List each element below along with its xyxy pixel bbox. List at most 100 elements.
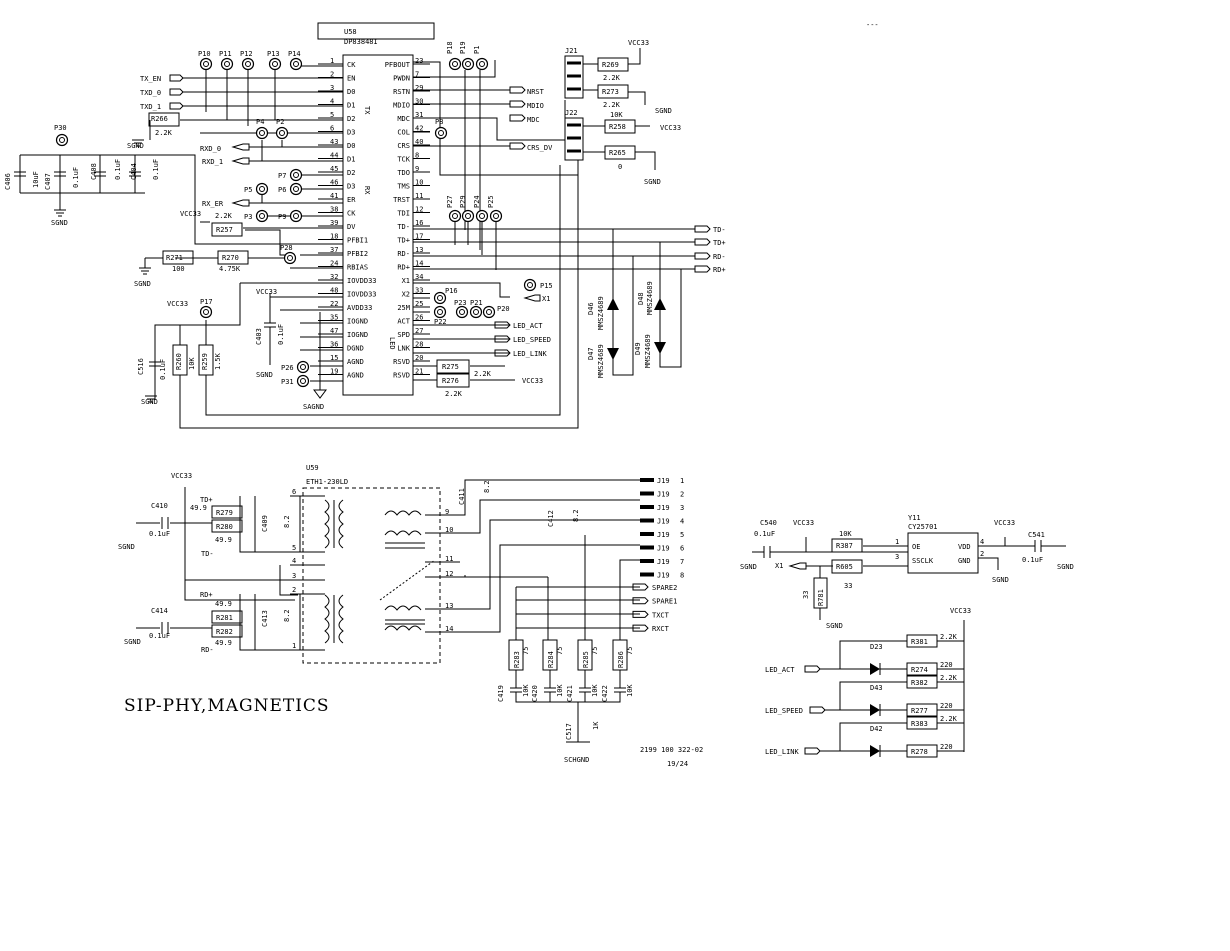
c516-value: 0.1uF: [159, 359, 167, 380]
mag-out-port: [632, 624, 649, 632]
c409-ref: C409: [261, 515, 269, 532]
test-point: P7: [278, 168, 303, 182]
mag-out-net: SPARE1: [652, 598, 677, 606]
phy-right-pin-num: 27: [415, 327, 423, 335]
r276-resistor: [436, 373, 470, 388]
y11-part: CY25701: [908, 523, 938, 531]
j19-ref: J19: [657, 572, 670, 580]
r271-value: 100: [172, 265, 185, 273]
sheet-title: SIP-PHY,MAGNETICS: [124, 696, 330, 716]
port-txd-0: [169, 88, 184, 96]
phy-right-pin-num: 34: [415, 273, 423, 281]
corner-mark: ---: [866, 21, 879, 29]
phy-left-pin-num: 47: [330, 327, 338, 335]
phy-left-pin-name: ER: [347, 196, 356, 204]
mag-right-pin-num: 9: [445, 508, 449, 516]
phy-right-pin-name: X2: [402, 291, 410, 299]
d47-part: MMSZ4689: [597, 344, 605, 378]
rx-net-group: RXD_0 RXD_1 RX_ER R257 2.2K R271 100 R27…: [144, 140, 343, 273]
mag-right-pin-num: 11: [445, 555, 453, 563]
phy-left-pin-num: 15: [330, 354, 338, 362]
phy-right-pin-name: 25M: [397, 304, 410, 312]
y11-body: [907, 532, 979, 574]
sgnd-r266: SGND: [127, 142, 144, 150]
phy-right-pin-num: 23: [415, 57, 423, 65]
led-series-ref: R277: [911, 707, 928, 715]
net-mdc: MDC: [527, 116, 540, 124]
phy-right-pin-name: TCK: [397, 156, 410, 164]
r282-ref: R282: [216, 628, 233, 636]
led-pullup-resistor: [906, 716, 938, 730]
led-series-value: 220: [940, 661, 953, 669]
mag-ref: U59: [306, 464, 319, 472]
mag-out-net: TXCT: [652, 611, 670, 619]
test-point-label: P8: [435, 118, 443, 126]
mag-out-port: [632, 597, 649, 605]
tvs-diodes: D46 MMSZ4689 D47 MMSZ4689 D48 MMSZ4689 D…: [587, 229, 682, 378]
port-tx-en: [169, 74, 184, 82]
decoupling-caps-left: C406 10uF C407 0.1uF C408 0.1uF C404 0.1…: [4, 154, 160, 210]
c407-value: 0.1uF: [72, 167, 80, 188]
r282-value: 49.9: [215, 639, 232, 647]
r280-value: 49.9: [215, 536, 232, 544]
tx-net-group: TX_EN TXD_0 TXD_1 R266 2.2K: [140, 64, 343, 140]
phy-left-pin-num: 44: [330, 152, 338, 160]
d46-diode: [607, 298, 619, 310]
test-point: P19: [459, 41, 475, 71]
c404-ref: C404: [130, 163, 138, 180]
test-point-label: P19: [459, 41, 467, 54]
test-point-label: P10: [198, 50, 211, 58]
phy-right-pin-num: 28: [415, 341, 423, 349]
led-diode: [870, 745, 880, 757]
mag-right-pin-num: 13: [445, 602, 453, 610]
led-pullup-resistor: [906, 634, 938, 648]
r257-resistor: [211, 222, 243, 237]
r781-value: 33: [802, 591, 810, 599]
c411-ref: C411: [458, 488, 466, 505]
d46-ref: D46: [587, 302, 595, 315]
phy-left-pin-name: AGND: [347, 372, 364, 380]
phy-left-pin-name: D3: [347, 183, 355, 191]
phy-rx-group: RX: [363, 186, 371, 195]
r266-value: 2.2K: [155, 129, 173, 137]
led-port: [804, 665, 821, 673]
y11-pin-gnd: GND: [958, 557, 971, 565]
sgnd-j22: SGND: [644, 178, 661, 186]
j19-pin-num: 6: [680, 545, 684, 553]
led-port: [809, 706, 826, 714]
test-point-label: P17: [200, 298, 213, 306]
r275-ref: R275: [442, 363, 459, 371]
sgnd-osc-4: SGND: [826, 622, 843, 630]
phy-right-pin-name: TD+: [397, 237, 410, 245]
phy-right-pin-num: 12: [415, 206, 423, 214]
osc-net-x1: X1: [775, 562, 783, 570]
phy-body: [342, 54, 414, 396]
r257-value: 2.2K: [215, 212, 233, 220]
led-wiring: [820, 722, 964, 752]
phy-right-pin-name: PFBOUT: [385, 61, 411, 69]
c540-value: 0.1uF: [754, 530, 775, 538]
port-x1: [523, 294, 541, 302]
phy-left-pin-num: 6: [330, 125, 334, 133]
test-point-label: P21: [470, 299, 483, 307]
test-point-label: P5: [244, 186, 252, 194]
led-pullup-resistor: [906, 675, 938, 689]
mag-out-net: SPARE2: [652, 584, 677, 592]
led-wiring: [820, 640, 964, 670]
mag-out-net: RXCT: [652, 625, 670, 633]
j19-ref: J19: [657, 477, 670, 485]
r257-ref: R257: [216, 226, 233, 234]
j19-ref: J19: [657, 518, 670, 526]
phy-left-pin-num: 24: [330, 260, 338, 268]
phy-left-pin-name: IOVDD33: [347, 277, 377, 285]
test-point-label: P30: [54, 124, 67, 132]
phy-right-pin-name: RSVD: [393, 358, 410, 366]
r258-value: 10K: [610, 111, 623, 119]
term-cap-value: 10K: [591, 684, 599, 697]
phy-left-pin-name: EN: [347, 75, 355, 83]
phy-right-pin-name: MDC: [397, 115, 410, 123]
